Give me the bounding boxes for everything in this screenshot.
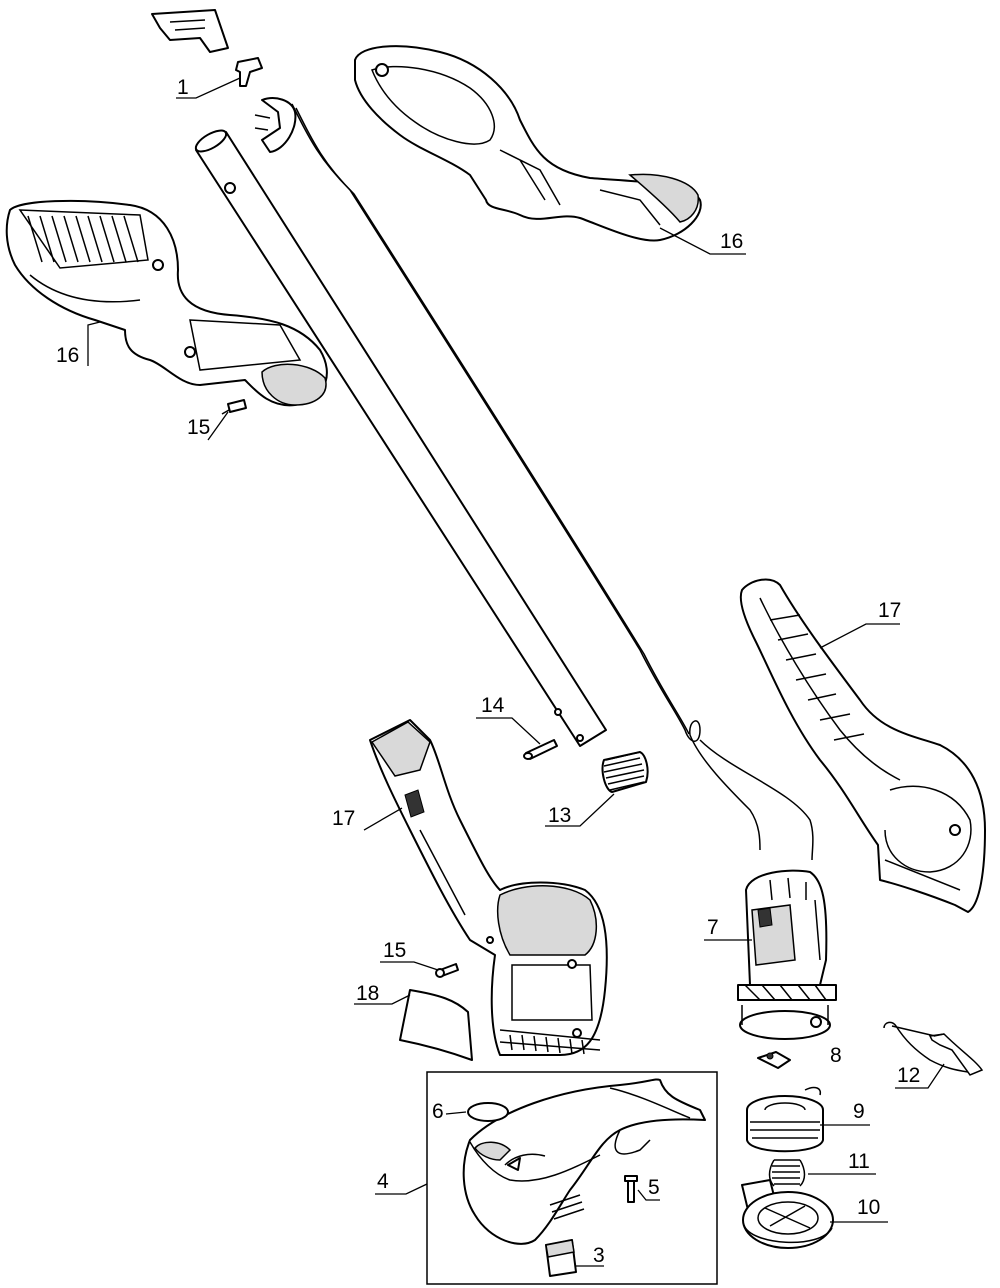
guard-assembly-box — [426, 1071, 718, 1285]
part-15-screw-upper — [221, 399, 247, 415]
part-6-round-label — [467, 1102, 509, 1122]
svg-text:11: 11 — [848, 1150, 870, 1173]
part-10-spool-cap — [741, 1179, 834, 1249]
part-11-spring — [768, 1159, 806, 1187]
part-3-clip — [545, 1239, 577, 1277]
part-13-spring — [601, 751, 649, 793]
svg-text:17: 17 — [878, 599, 901, 622]
svg-text:12: 12 — [897, 1064, 920, 1087]
callout-11: 11 — [808, 1150, 876, 1175]
callout-7: 7 — [704, 916, 752, 941]
part-17-housing-half-center — [369, 719, 608, 1056]
callout-18: 18 — [354, 982, 411, 1005]
callout-16-top: 16 — [659, 227, 746, 255]
power-cord — [291, 103, 814, 861]
part-16-handle-half-left — [5, 199, 328, 407]
svg-text:9: 9 — [853, 1100, 865, 1123]
svg-text:7: 7 — [707, 916, 719, 939]
svg-text:17: 17 — [332, 807, 355, 830]
svg-text:16: 16 — [56, 344, 79, 367]
callout-15-lower: 15 — [380, 939, 439, 971]
svg-text:16: 16 — [720, 230, 743, 253]
svg-text:4: 4 — [377, 1170, 389, 1193]
part-14-pin — [523, 739, 558, 760]
callout-8: 8 — [830, 1044, 842, 1067]
svg-text:6: 6 — [432, 1100, 444, 1123]
part-4-guard — [462, 1078, 706, 1245]
part-16-handle-half-right — [354, 45, 702, 242]
svg-text:15: 15 — [383, 939, 406, 962]
callout-12: 12 — [895, 1063, 945, 1089]
svg-text:10: 10 — [857, 1196, 880, 1219]
callout-15-upper: 15 — [187, 411, 229, 441]
part-5-screw — [624, 1175, 638, 1203]
callout-6: 6 — [432, 1100, 467, 1123]
callout-10: 10 — [830, 1196, 888, 1223]
svg-text:18: 18 — [356, 982, 379, 1005]
svg-text:14: 14 — [481, 694, 505, 717]
svg-text:8: 8 — [830, 1044, 842, 1067]
callout-3: 3 — [576, 1244, 605, 1267]
callout-17-center: 17 — [332, 807, 403, 831]
callout-17-right: 17 — [819, 599, 901, 649]
part-12-edge-guide — [883, 1021, 984, 1076]
shaft-tube — [194, 129, 607, 747]
part-15-screw-lower — [435, 963, 459, 978]
callout-5: 5 — [637, 1176, 660, 1201]
part-1-switch — [151, 9, 297, 153]
part-8-clip — [757, 1051, 791, 1069]
svg-text:15: 15 — [187, 416, 210, 439]
part-18-label — [399, 989, 473, 1061]
svg-text:1: 1 — [177, 76, 189, 99]
svg-text:13: 13 — [548, 804, 571, 827]
callout-14: 14 — [476, 694, 541, 745]
svg-text:3: 3 — [593, 1244, 605, 1267]
part-7-motor — [737, 869, 837, 1040]
callout-1: 1 — [176, 76, 241, 99]
part-17-housing-half-right — [739, 578, 986, 913]
callout-13: 13 — [545, 793, 615, 827]
callout-16-left: 16 — [56, 321, 101, 367]
callout-9: 9 — [820, 1100, 870, 1126]
part-9-spool — [746, 1086, 824, 1153]
callout-4: 4 — [375, 1170, 428, 1195]
svg-text:5: 5 — [648, 1176, 660, 1199]
